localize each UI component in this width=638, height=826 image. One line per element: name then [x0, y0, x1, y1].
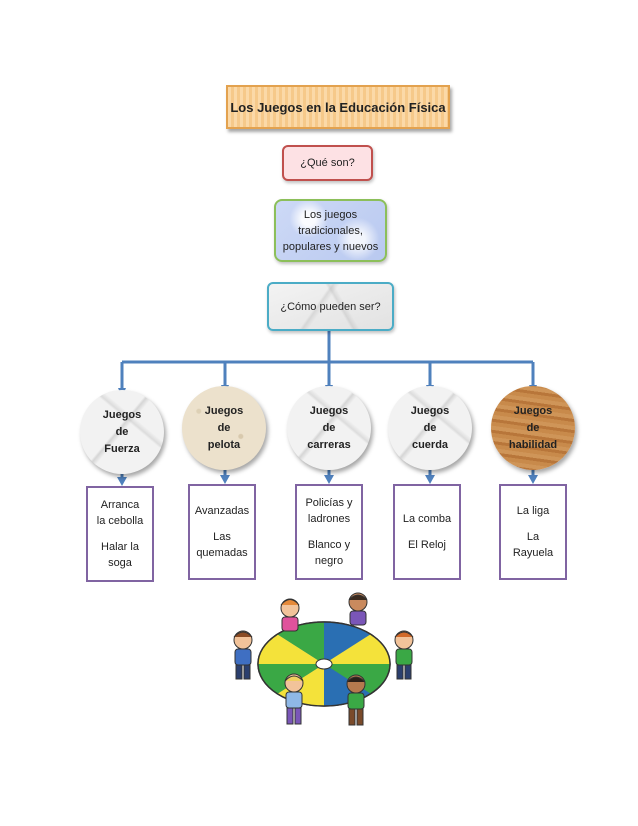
game-text-line: La liga [516, 505, 550, 517]
game-text-line: Policías y [305, 497, 353, 509]
child-figure-icon [346, 674, 366, 726]
game-text-line: Las [213, 531, 231, 543]
game-text-line: quemadas [196, 547, 248, 559]
category-cuerda-node: Juegos de cuerda [388, 386, 472, 470]
category-label-line: carreras [307, 438, 351, 451]
category-label-line: Juegos [410, 404, 450, 417]
parachute-icon [257, 621, 391, 707]
category-label-line: de [423, 421, 437, 434]
child-figure-icon [233, 630, 253, 680]
category-label-line: Juegos [102, 408, 142, 421]
definition-node: Los juegos tradicionales, populares y nu… [274, 199, 387, 262]
child-figure-icon [348, 592, 368, 626]
definition-line: populares y nuevos [282, 240, 379, 253]
games-fuerza-box: Arranca la cebolla Halar la soga [86, 486, 154, 582]
question-how-node: ¿Cómo pueden ser? [267, 282, 394, 331]
game-text-line: La [526, 531, 540, 543]
category-label-line: de [322, 421, 336, 434]
game-text-line: Rayuela [512, 547, 554, 559]
definition-line: tradicionales, [298, 224, 363, 237]
child-figure-icon [280, 598, 300, 632]
parachute-children-illustration [233, 592, 414, 726]
category-label-line: pelota [207, 438, 241, 451]
category-habilidad-node: Juegos de habilidad [491, 386, 575, 470]
game-text-line: La comba [402, 513, 452, 525]
game-text-line: ladrones [307, 513, 351, 525]
category-label-line: Juegos [204, 404, 244, 417]
game-text-line: soga [108, 557, 132, 569]
category-label-line: Fuerza [104, 442, 140, 455]
games-carreras-box: Policías y ladrones Blanco y negro [295, 484, 363, 580]
category-label-line: de [526, 421, 540, 434]
category-label-line: Juegos [309, 404, 349, 417]
game-text-line: Arranca [100, 499, 140, 511]
category-carreras-node: Juegos de carreras [287, 386, 371, 470]
question-what-node: ¿Qué son? [282, 145, 373, 181]
games-pelota-box: Avanzadas Las quemadas [188, 484, 256, 580]
diagram-title: Los Juegos en la Educación Física [226, 85, 450, 129]
definition-line: Los juegos [303, 208, 358, 221]
category-fuerza-node: Juegos de Fuerza [80, 390, 164, 474]
game-text-line: Halar la [101, 541, 139, 553]
games-habilidad-box: La liga La Rayuela [499, 484, 567, 580]
category-pelota-node: Juegos de pelota [182, 386, 266, 470]
game-text-line: la cebolla [96, 515, 144, 527]
child-figure-icon [394, 630, 414, 680]
game-text-line: negro [314, 555, 344, 567]
game-text-line: El Reloj [408, 539, 446, 551]
game-text-line: Avanzadas [194, 505, 250, 517]
games-cuerda-box: La comba El Reloj [393, 484, 461, 580]
category-label-line: cuerda [411, 438, 449, 451]
category-label-line: de [217, 421, 231, 434]
category-label-line: Juegos [513, 404, 553, 417]
child-figure-icon [284, 673, 304, 725]
category-label-line: habilidad [508, 438, 558, 451]
game-text-line: Blanco y [307, 539, 351, 551]
category-label-line: de [115, 425, 129, 438]
